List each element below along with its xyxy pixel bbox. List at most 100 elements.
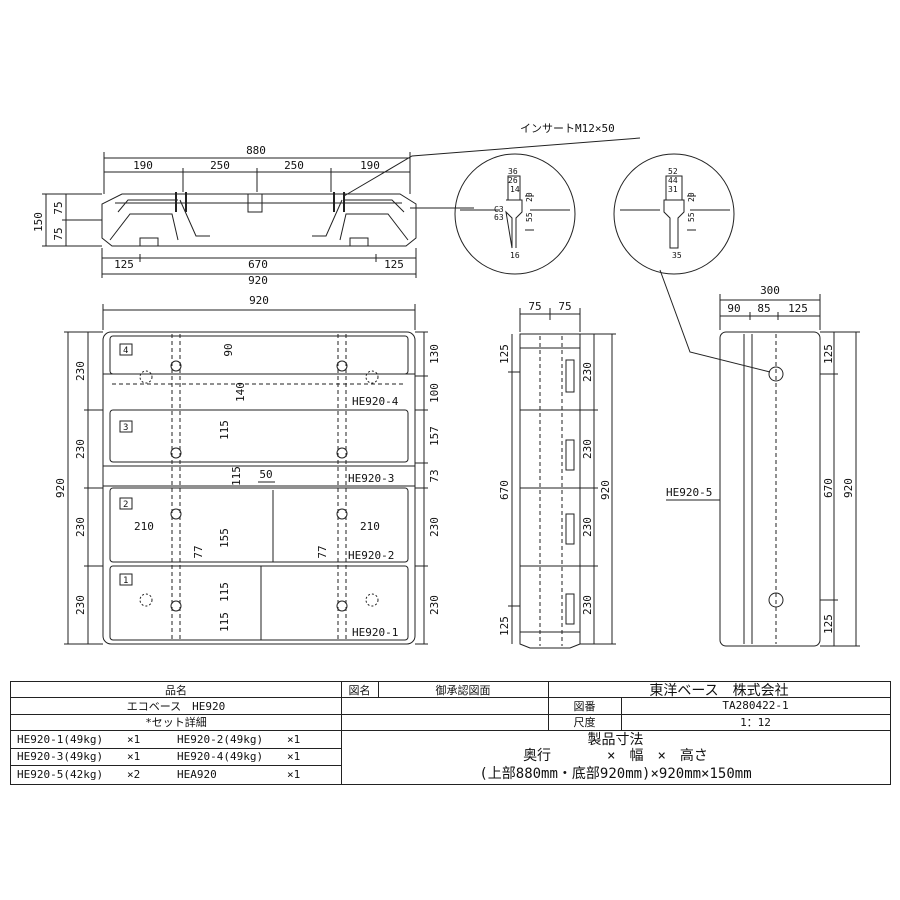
part-qty: ×1 bbox=[287, 768, 301, 781]
inner-dim-90: 90 bbox=[222, 343, 235, 356]
end-part-label: HE920-5 bbox=[666, 486, 712, 499]
block-number-1: 1 bbox=[123, 576, 128, 586]
side-left-dim-1: 125 bbox=[498, 344, 511, 364]
scale-value: 1：12 bbox=[740, 716, 771, 729]
block-label-he920-1: HE920-1 bbox=[352, 626, 398, 639]
side-right-dim-2: 230 bbox=[581, 439, 594, 459]
side-overall-dim: 920 bbox=[599, 480, 612, 500]
product-name-header: 品名 bbox=[165, 683, 187, 697]
bottom-overall-dim: 920 bbox=[248, 274, 268, 287]
detail-b bbox=[613, 153, 771, 373]
inner-dim-77a: 77 bbox=[192, 545, 205, 558]
inner-dim-115b: 115 bbox=[230, 466, 243, 486]
detail-b-label-52: 52 bbox=[668, 167, 678, 176]
product-dims-title: 製品寸法 bbox=[587, 732, 644, 748]
drawing-name: 御承認図面 bbox=[435, 683, 491, 697]
end-right-dim-2: 670 bbox=[822, 478, 835, 498]
top-view bbox=[42, 137, 641, 278]
inner-dim-155: 155 bbox=[218, 528, 231, 548]
part-name: HE920-3(49kg) bbox=[17, 750, 104, 763]
detail-b-label-35: 35 bbox=[672, 251, 682, 260]
side-view bbox=[508, 308, 616, 649]
top-seg-2: 250 bbox=[210, 159, 230, 172]
detail-a bbox=[454, 153, 576, 275]
inner-dim-210a: 210 bbox=[134, 520, 154, 533]
part-qty: ×1 bbox=[287, 750, 301, 763]
drawing-number: TA280422-1 bbox=[722, 699, 789, 712]
bottom-seg-1: 125 bbox=[114, 258, 134, 271]
scale-label: 尺度 bbox=[573, 716, 596, 729]
block-label-he920-3: HE920-3 bbox=[348, 472, 394, 485]
detail-a-label-55: 55 bbox=[525, 212, 534, 222]
side-outline bbox=[519, 333, 581, 649]
block-number-2: 2 bbox=[123, 500, 128, 510]
inner-dim-50: 50 bbox=[259, 468, 272, 481]
plan-width-dim: 920 bbox=[249, 294, 269, 307]
detail-a-label-c3: C3 bbox=[494, 205, 504, 214]
detail-b-label-55: 55 bbox=[687, 212, 696, 222]
side-top-dim-1: 75 bbox=[528, 300, 541, 313]
end-top-seg-1: 90 bbox=[727, 302, 740, 315]
plan-height-dim: 920 bbox=[54, 478, 67, 498]
block-number-4: 4 bbox=[123, 346, 128, 356]
top-view-outline bbox=[101, 193, 417, 247]
top-seg-4: 190 bbox=[360, 159, 380, 172]
plan-right-dim-4: 73 bbox=[428, 469, 441, 482]
part-name: HE920-5(42kg) bbox=[17, 768, 104, 781]
end-top-overall: 300 bbox=[760, 284, 780, 297]
detail-a-circle bbox=[454, 153, 576, 275]
top-seg-1: 190 bbox=[133, 159, 153, 172]
end-overall-dim: 920 bbox=[842, 478, 855, 498]
side-top-dim-2: 75 bbox=[558, 300, 571, 313]
end-top-seg-3: 125 bbox=[788, 302, 808, 315]
part-qty: ×1 bbox=[127, 732, 141, 746]
insert-label: インサートM12×50 bbox=[520, 122, 615, 135]
top-overall-dim: 880 bbox=[246, 144, 266, 157]
part-qty: ×1 bbox=[127, 750, 141, 763]
bottom-seg-3: 125 bbox=[384, 258, 404, 271]
side-left-dim-2: 670 bbox=[498, 480, 511, 500]
plan-left-dim-1: 230 bbox=[74, 361, 87, 381]
plan-left-dim-2: 230 bbox=[74, 439, 87, 459]
top-left-dim-75b: 75 bbox=[52, 227, 65, 240]
block-label-he920-4: HE920-4 bbox=[352, 395, 399, 408]
side-right-dim-3: 230 bbox=[581, 517, 594, 537]
detail-a-label-16: 16 bbox=[510, 251, 520, 260]
product-name: エコベース HE920 bbox=[126, 699, 226, 713]
plan-right-dim-2: 100 bbox=[428, 383, 441, 403]
detail-b-circle bbox=[613, 153, 735, 275]
end-right-dim-3: 125 bbox=[822, 614, 835, 634]
plan-right-dim-3: 157 bbox=[428, 426, 441, 446]
detail-b-label-44: 44 bbox=[668, 176, 678, 185]
detail-b-label-31: 31 bbox=[668, 185, 678, 194]
detail-b-label-20: 20 bbox=[687, 192, 696, 202]
detail-a-label-26: 26 bbox=[508, 176, 518, 185]
inner-dim-115a: 115 bbox=[218, 420, 231, 440]
detail-a-label-20: 20 bbox=[525, 192, 534, 202]
top-left-dim-150: 150 bbox=[32, 212, 45, 232]
plan-right-dim-6: 230 bbox=[428, 595, 441, 615]
end-outline bbox=[719, 331, 821, 647]
detail-a-label-36: 36 bbox=[508, 167, 518, 176]
product-dims-line1: 奥行 × 幅 × 高さ bbox=[523, 748, 708, 764]
part-name: HE920-2(49kg) bbox=[177, 732, 264, 746]
block-label-he920-2: HE920-2 bbox=[348, 549, 394, 562]
drawing-number-label: 図番 bbox=[573, 699, 596, 713]
part-name: HEA920 bbox=[177, 768, 217, 781]
end-top-seg-2: 85 bbox=[757, 302, 770, 315]
plan-right-dim-1: 130 bbox=[428, 344, 441, 364]
part-qty: ×1 bbox=[287, 732, 301, 746]
end-view bbox=[666, 294, 860, 647]
inner-dim-115d: 115 bbox=[218, 612, 231, 632]
detail-a-label-63: 63 bbox=[494, 213, 504, 222]
plan-right-dim-5: 230 bbox=[428, 517, 441, 537]
inner-dim-115c: 115 bbox=[218, 582, 231, 602]
product-dims-line2: (上部880mm・底部920mm)×920mm×150mm bbox=[479, 766, 752, 782]
inner-dim-140: 140 bbox=[234, 382, 247, 402]
top-seg-3: 250 bbox=[284, 159, 304, 172]
plan-left-dim-3: 230 bbox=[74, 517, 87, 537]
bottom-seg-2: 670 bbox=[248, 258, 268, 271]
inner-dim-77b: 77 bbox=[316, 545, 329, 558]
side-left-dim-3: 125 bbox=[498, 616, 511, 636]
